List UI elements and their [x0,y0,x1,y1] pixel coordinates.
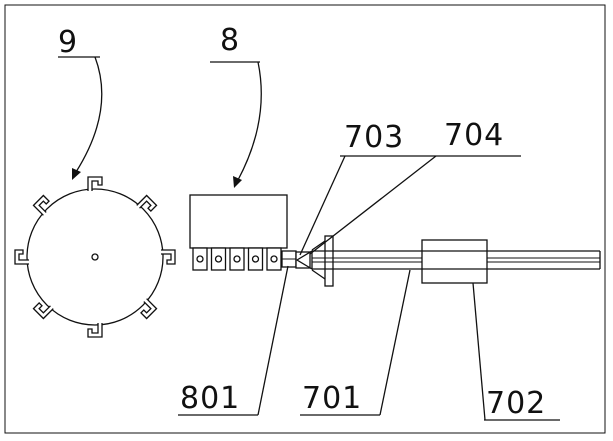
label-8: 8 [220,23,240,58]
label-8-arrowhead [233,176,242,188]
label-9-leader [75,56,103,173]
wheel-clip [136,194,158,212]
diagram-border [4,4,606,434]
sleeve-702 [421,239,488,284]
joint-cone [295,249,313,271]
block-slots [192,247,282,271]
block-slot-hole [233,255,241,263]
label-704-leader [309,155,437,255]
wheel-hub [91,253,99,261]
wheel-clip [32,302,54,320]
processing-block [189,194,288,271]
wheel-clip [32,194,50,216]
rotary-wheel [14,176,176,338]
joint-assembly [295,235,334,287]
block-slot-hole [196,255,204,263]
wheel-clip-shape [87,176,103,191]
wheel-clip-shape [32,302,54,320]
block-slot-hole [214,255,223,263]
feeder-801 [281,250,297,268]
label-703-leader [299,155,346,256]
block-slot-hole [251,255,260,263]
wheel-clip-shape [14,249,29,265]
label-703: 703 [344,120,404,155]
label-701-leader [379,269,411,416]
nozzle-flare-bottom [311,269,326,280]
block-slot [229,247,245,271]
label-801: 801 [180,381,240,416]
wheel-clip [14,249,29,265]
label-801-leader [257,265,289,416]
label-701: 701 [302,381,362,416]
label-9-arrowhead [72,168,81,180]
wheel-clip-shape [136,194,158,212]
wheel-clips [14,176,176,338]
block-slot [266,247,282,271]
label-9: 9 [58,25,78,60]
block-slot [210,247,227,271]
wheel-clip [87,176,103,191]
block-body [189,194,288,249]
label-8-leader [237,61,262,181]
wheel-clip-shape [87,323,103,338]
block-slot [247,247,264,271]
label-702-leader [472,282,486,421]
wheel-clip-shape [140,298,158,320]
nozzle-flare-top [311,240,326,251]
wheel-clip-shape [32,194,50,216]
label-704: 704 [444,118,504,153]
wheel-disc [26,188,164,326]
block-slot [192,247,208,271]
wheel-clip-shape [161,249,176,265]
label-702: 702 [486,386,546,421]
wheel-clip [161,249,176,265]
wheel-clip [87,323,103,338]
wheel-clip [140,298,158,320]
nozzle-704-flange [324,235,334,287]
block-slot-hole [270,255,278,263]
